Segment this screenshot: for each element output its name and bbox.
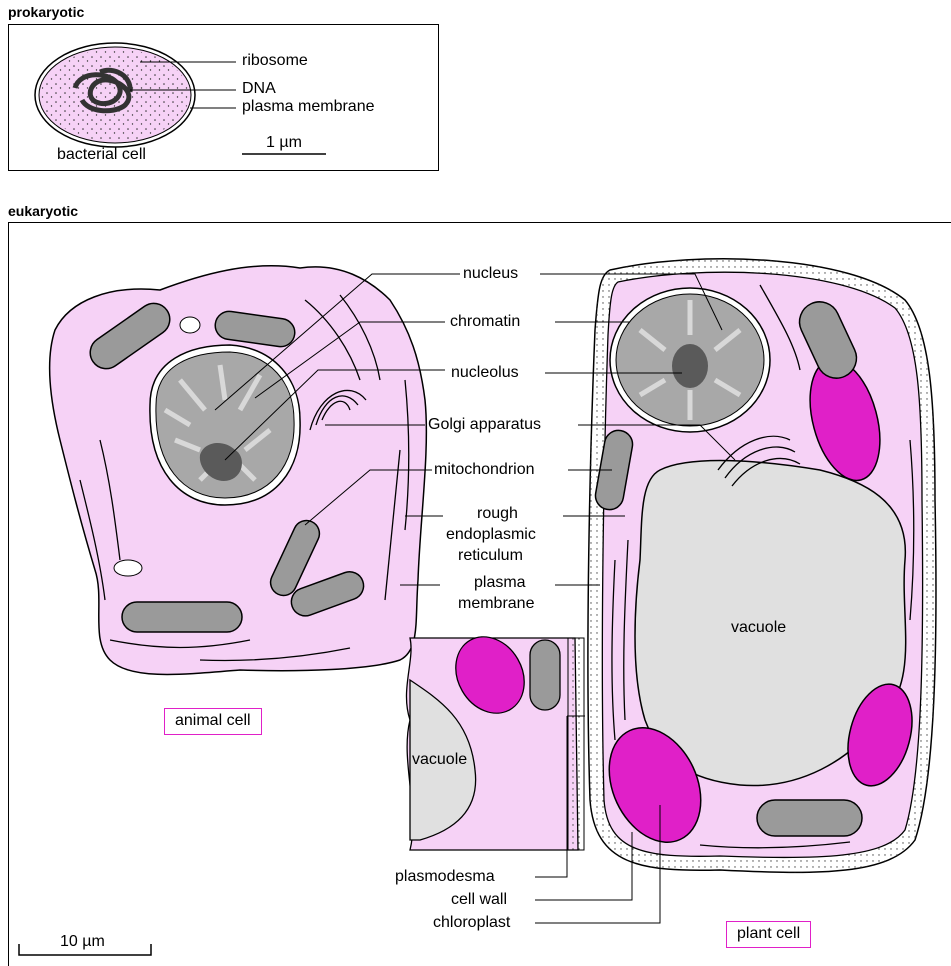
scale-10um-label: 10 µm bbox=[60, 933, 105, 951]
plant-cell-left bbox=[406, 624, 584, 850]
dna-label: DNA bbox=[242, 80, 276, 98]
vacuole-label: vacuole bbox=[731, 619, 786, 637]
cell-wall-label: cell wall bbox=[451, 891, 507, 909]
rough-er-label-1: rough bbox=[477, 505, 518, 523]
plant-cell-right bbox=[588, 259, 936, 873]
rough-er-label-2: endoplasmic bbox=[446, 526, 536, 544]
golgi-apparatus-label: Golgi apparatus bbox=[428, 416, 541, 434]
mitochondrion-label: mitochondrion bbox=[434, 461, 535, 479]
plant-cell-tag: plant cell bbox=[726, 921, 811, 948]
nucleolus-label: nucleolus bbox=[451, 364, 519, 382]
bacterial-cell-label: bacterial cell bbox=[57, 146, 146, 164]
plasma-membrane-label-1: plasma bbox=[474, 574, 526, 592]
nucleolus-plant bbox=[672, 344, 708, 388]
scale-1um-label: 1 µm bbox=[266, 134, 302, 152]
ribosome-label: ribosome bbox=[242, 52, 308, 70]
animal-cell-tag: animal cell bbox=[164, 708, 262, 735]
bacterial-plasma-membrane-label: plasma membrane bbox=[242, 98, 375, 116]
plasma-membrane-label-2: membrane bbox=[458, 595, 534, 613]
chromatin-label: chromatin bbox=[450, 313, 520, 331]
chloroplast-label: chloroplast bbox=[433, 914, 510, 932]
vacuole-small-label: vacuole bbox=[412, 751, 467, 769]
plasmodesma-label: plasmodesma bbox=[395, 868, 495, 886]
nucleus-label: nucleus bbox=[463, 265, 518, 283]
rough-er-label-3: reticulum bbox=[458, 547, 523, 565]
